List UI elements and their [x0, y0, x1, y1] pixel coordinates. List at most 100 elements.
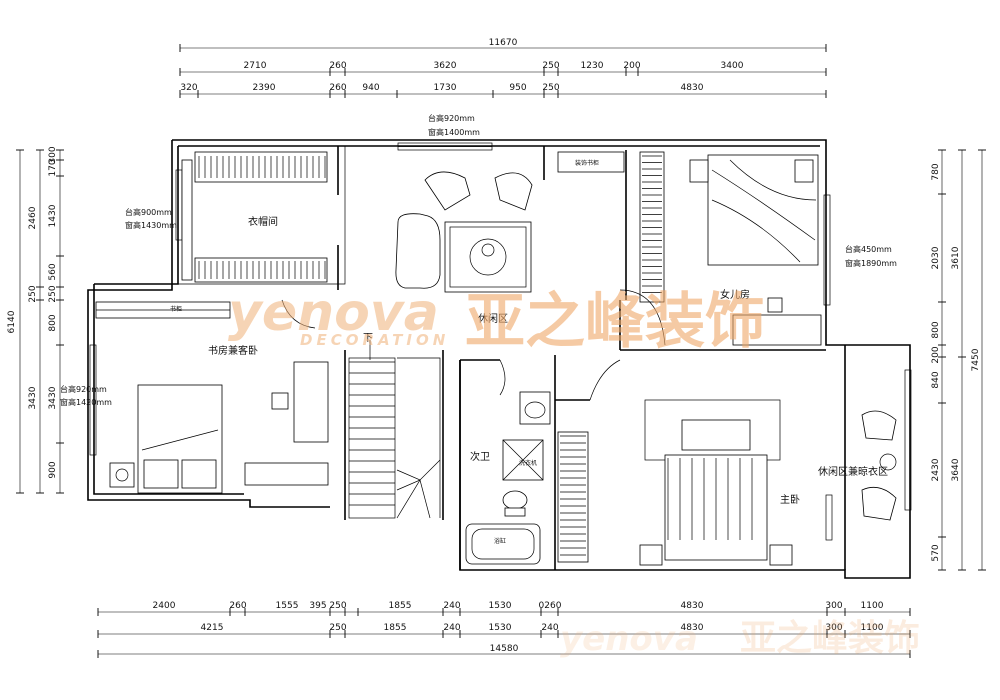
note-daughter-height: 窗高1890mm	[845, 258, 897, 268]
brand-watermark: yenova DECORATION 亚之峰装饰	[228, 283, 765, 357]
bathtub	[465, 523, 541, 565]
dim-top-r2-2: 260	[329, 83, 346, 93]
doors	[281, 289, 666, 401]
dim-bot-r2-2: 1855	[384, 623, 407, 633]
windows	[89, 142, 912, 541]
dim-bot-r1-8: 0260	[539, 601, 562, 611]
dim-top-r2-7: 4830	[681, 83, 704, 93]
coffee-table	[444, 221, 532, 293]
note-cloak-sill: 台高900mm	[125, 207, 172, 217]
dim-bot-r1-6: 240	[443, 601, 460, 611]
bottom-dimensions: 2400 260 1555 395 250 1855 240 1530 0260…	[97, 601, 911, 658]
dim-bot-r1-0: 2400	[153, 601, 176, 611]
note-top-sill: 台高920mm	[428, 113, 475, 123]
dim-left-r2-7: 900	[48, 461, 58, 478]
dim-right-r1-0: 780	[931, 163, 941, 180]
armchair-1	[424, 171, 471, 211]
daughter-desk	[732, 314, 822, 346]
wash-basin	[519, 391, 551, 425]
dim-top-total: 11670	[489, 38, 518, 48]
dim-bot-r1-3: 395	[309, 601, 326, 611]
study-furniture: 书柜	[95, 301, 329, 494]
note-daughter-sill: 台高450mm	[845, 244, 892, 254]
left-dimensions: 6140 2460 250 3430 170 300 1430 560 250 …	[7, 146, 64, 494]
dim-left-r2-3: 560	[48, 263, 58, 280]
dim-bot-r2-8: 1100	[861, 623, 884, 633]
room-leisure-dry: 休闲区兼晾衣区	[818, 465, 888, 478]
dim-top-r1-0: 2710	[244, 61, 267, 71]
room-master: 主卧	[780, 493, 800, 506]
dim-bot-r1-5: 1855	[389, 601, 412, 611]
window-study	[89, 344, 97, 456]
dim-top-r2-5: 950	[509, 83, 526, 93]
dim-bot-r2-3: 240	[443, 623, 460, 633]
note-cloak-height: 窗高1430mm	[125, 220, 177, 230]
dim-top-r2-0: 320	[180, 83, 197, 93]
master-bedroom-furniture	[557, 399, 897, 566]
dim-right-r1-2: 800	[931, 321, 941, 338]
dim-top-r1-2: 3620	[434, 61, 457, 71]
dim-bot-r1-9: 4830	[681, 601, 704, 611]
watermark-brand-sub: DECORATION	[300, 331, 449, 349]
top-dimensions: 11670 2710 260 3620 250 1230 200 3400 32…	[179, 38, 827, 98]
dim-top-r1-6: 3400	[721, 61, 744, 71]
dim-bot-r1-2: 1555	[276, 601, 299, 611]
watermark-bottom-cn: 亚之峰装饰	[740, 618, 920, 659]
dim-top-r1-4: 1230	[581, 61, 604, 71]
dim-right-total: 7450	[971, 348, 981, 371]
sofa	[395, 213, 441, 289]
room-daughter: 女儿房	[720, 288, 750, 301]
dim-left-r1-0: 2460	[28, 206, 38, 229]
desk	[293, 361, 329, 443]
window-master	[825, 494, 833, 541]
lounge-chair-2	[861, 486, 897, 521]
dim-top-r2-4: 1730	[434, 83, 457, 93]
leisure-furniture	[395, 171, 533, 293]
armchair-2	[494, 172, 533, 211]
walls	[87, 139, 911, 579]
bookshelf-label: 书柜	[170, 305, 182, 313]
bathroom-fixtures: 洗衣机 浴缸	[465, 391, 551, 565]
dim-top-r1-1: 260	[329, 61, 346, 71]
lounge-chair-1	[861, 410, 897, 441]
dim-right-r1-1: 2030	[931, 246, 941, 269]
watermark-bottom-en: yenova	[560, 619, 698, 659]
dim-left-r2-0: 170	[48, 159, 58, 176]
dim-bot-r2-1: 250	[329, 623, 346, 633]
dim-right-r2-1: 3640	[951, 458, 961, 481]
brand-watermark-bottom: yenova 亚之峰装饰	[560, 618, 920, 659]
washer-label: 洗衣机	[519, 459, 537, 467]
dim-bot-r2-4: 1530	[489, 623, 512, 633]
deco-cabinet-label: 装饰书柜	[575, 159, 599, 167]
dim-left-r2-4: 250	[48, 285, 58, 302]
sofa-master	[681, 419, 751, 451]
room-study: 书房兼客卧	[208, 344, 258, 357]
room-leisure: 休闲区	[478, 312, 508, 325]
dim-left-r2-5: 800	[48, 314, 58, 331]
note-study-height: 窗高1420mm	[60, 397, 112, 407]
dim-right-r1-6: 570	[931, 544, 941, 561]
dim-bot-r1-11: 1100	[861, 601, 884, 611]
stair-down-label: 下	[363, 333, 373, 344]
dim-bot-r2-5: 240	[541, 623, 558, 633]
watermark-brand-cn: 亚之峰装饰	[465, 287, 765, 357]
note-top-height: 窗高1400mm	[428, 127, 480, 137]
dim-left-r2-1: 300	[48, 146, 58, 163]
dim-top-r2-3: 940	[362, 83, 379, 93]
room-second-bath: 次卫	[470, 450, 490, 463]
daughter-room-furniture: 装饰书柜	[557, 151, 822, 346]
dim-left-total: 6140	[7, 310, 17, 333]
dim-bot-r2-0: 4215	[201, 623, 224, 633]
dim-left-r2-2: 1430	[48, 204, 58, 227]
dim-bot-r1-1: 260	[229, 601, 246, 611]
dim-right-r2-0: 3610	[951, 246, 961, 269]
cloakroom-wardrobes	[181, 151, 328, 283]
stairs	[348, 340, 441, 519]
tub-label: 浴缸	[494, 537, 506, 545]
dim-bot-r1-4: 250	[329, 601, 346, 611]
watermark-brand-en: yenova	[228, 283, 439, 343]
toilet	[502, 490, 528, 510]
dim-bot-r2-7: 300	[825, 623, 842, 633]
dim-top-r2-1: 2390	[253, 83, 276, 93]
